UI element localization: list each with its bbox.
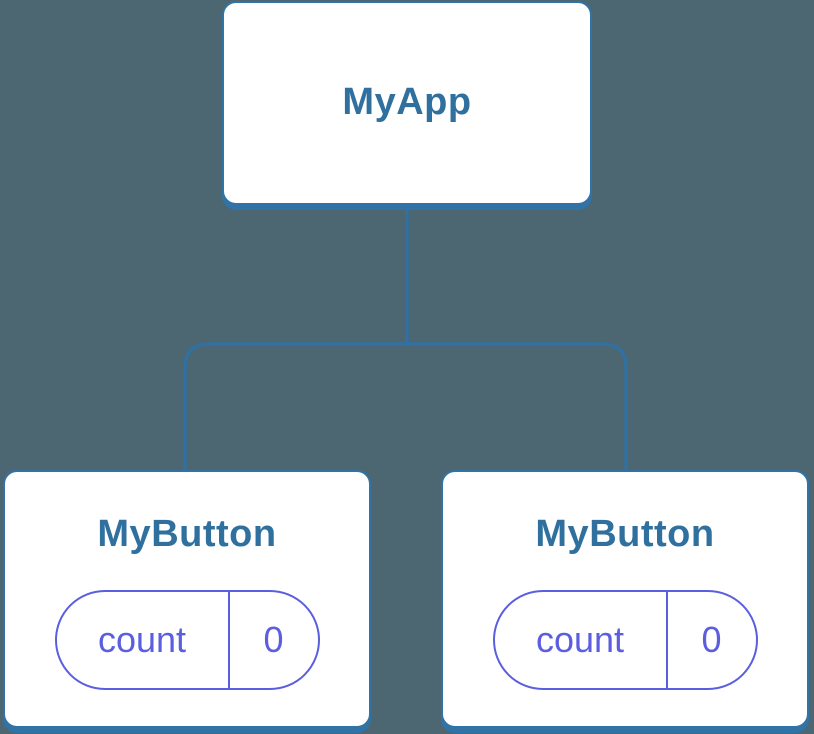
state-pill: count 0 xyxy=(492,589,758,690)
child-node-label: MyButton xyxy=(97,513,277,555)
state-value: 0 xyxy=(701,618,722,660)
child-node-label: MyButton xyxy=(535,513,715,555)
pill-divider xyxy=(665,591,668,688)
child-node-mybutton-right: MyButton count 0 xyxy=(441,470,809,728)
state-value: 0 xyxy=(263,618,284,660)
root-node-label: MyApp xyxy=(342,81,472,124)
root-node-myapp: MyApp xyxy=(222,1,592,205)
pill-divider xyxy=(227,591,230,688)
state-name: count xyxy=(97,618,187,660)
state-name: count xyxy=(535,618,625,660)
child-node-mybutton-left: MyButton count 0 xyxy=(3,470,371,728)
state-pill: count 0 xyxy=(54,589,320,690)
